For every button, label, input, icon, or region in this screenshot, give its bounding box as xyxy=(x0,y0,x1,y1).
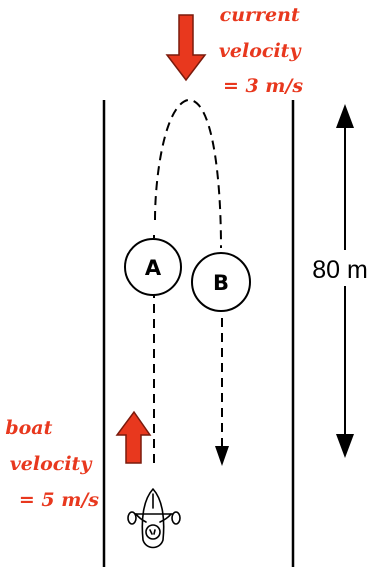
current-velocity-label: current velocity = 3 m/s xyxy=(219,4,307,97)
boat-velocity-label: boat velocity = 5 m/s xyxy=(5,417,99,511)
point-b-label: B xyxy=(213,271,229,295)
point-b-circle xyxy=(191,252,251,312)
distance-label: 80 m xyxy=(312,256,368,284)
boat-path xyxy=(153,98,223,463)
boat-velocity-arrow xyxy=(115,410,152,464)
distance-arrow-top-head xyxy=(336,104,354,128)
path-arrowhead xyxy=(215,446,229,466)
kayak-icon xyxy=(127,488,181,549)
point-a-circle xyxy=(124,238,182,296)
distance-arrow-bottom-head xyxy=(336,434,354,458)
distance-label-backing xyxy=(303,250,378,286)
point-a-label: A xyxy=(145,256,162,280)
current-velocity-arrow xyxy=(165,14,207,82)
